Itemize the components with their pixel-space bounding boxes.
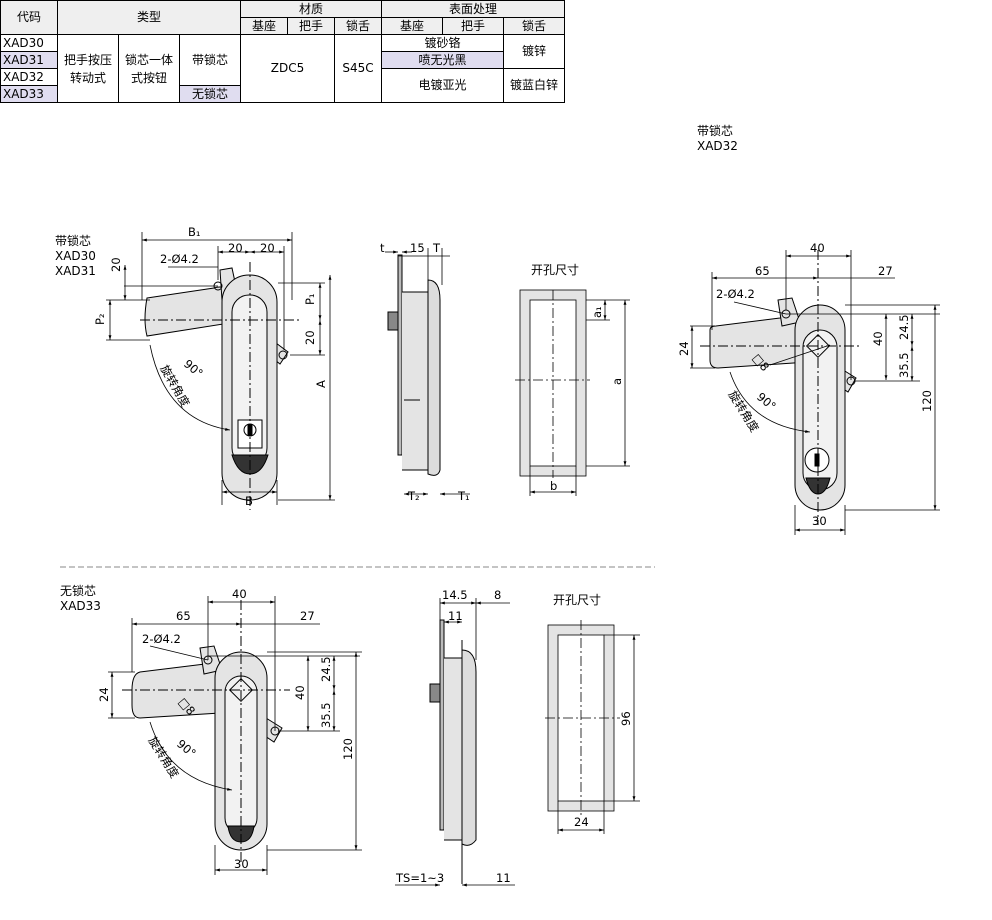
dim-side-11b: 11	[496, 871, 511, 885]
dim-left-27: 27	[300, 609, 315, 623]
right-view-dims	[690, 250, 940, 535]
dim-a1: a₁	[590, 306, 604, 318]
dim-a-small: a	[610, 378, 624, 385]
code-xad33: XAD33	[0, 85, 58, 103]
dim-right-40: 40	[810, 241, 825, 255]
sub-base: 基座	[240, 17, 288, 35]
dim-t-small: t	[380, 241, 385, 255]
dim-left-deg: 90°	[174, 737, 199, 761]
front-view-xad30	[140, 262, 300, 510]
dim-p1: P₁	[303, 293, 317, 305]
front-view-dims	[106, 232, 335, 505]
surface-3: 电镀亚光	[381, 68, 504, 103]
dim-left-355: 35.5	[319, 702, 333, 728]
bottom-view-xad33	[122, 600, 290, 862]
dim-right-245: 24.5	[897, 314, 911, 340]
tongue-surface-2: 镀蓝白锌	[503, 68, 565, 103]
dim-20-b: 20	[260, 241, 275, 255]
label-with-lock-xad32: 带锁芯 XAD32	[697, 124, 738, 153]
dim-b: B	[245, 494, 253, 508]
dim-right-27: 27	[878, 264, 893, 278]
dim-left-30: 30	[234, 857, 249, 871]
label-without-lock-xad33: 无锁芯 XAD33	[60, 584, 101, 613]
dim-right-120: 120	[920, 390, 934, 412]
label-cutout-size-1: 开孔尺寸	[531, 263, 580, 277]
dim-left-65: 65	[176, 609, 191, 623]
dim-left-120: 120	[341, 738, 355, 760]
dim-right-65: 65	[755, 264, 770, 278]
material-tongue: S45C	[334, 34, 382, 103]
dim-p2: P₂	[93, 313, 107, 325]
spec-table: 代码 类型 材质 表面处理 基座 把手 锁舌 基座 把手 锁舌 XAD30 把手…	[0, 0, 565, 103]
dim-left-40: 40	[232, 587, 247, 601]
dim-b-small: b	[550, 479, 557, 493]
dim-side-8: 8	[494, 588, 501, 602]
bottom-side-dims	[395, 598, 515, 887]
dim-t1: T₁	[457, 489, 470, 503]
dim-left-245: 24.5	[319, 656, 333, 682]
bottom-view-dims	[108, 596, 362, 875]
dim-20-d: 20	[303, 330, 317, 345]
type-sub: 锁芯一体 式按钮	[118, 34, 180, 103]
dim-b1: B₁	[188, 225, 201, 239]
dim-cutout-96: 96	[619, 711, 633, 726]
dim-a: A	[314, 380, 328, 388]
side-view-xad30	[387, 254, 441, 476]
label-with-lock-xad30-31: 带锁芯 XAD30 XAD31	[55, 234, 96, 278]
label-cutout-size-2: 开孔尺寸	[553, 593, 602, 607]
type-main: 把手按压 转动式	[57, 34, 119, 103]
dim-T: T	[432, 241, 441, 255]
type-with-lock: 带锁芯	[179, 34, 241, 86]
code-xad30: XAD30	[0, 34, 58, 52]
dim-20-a: 20	[228, 241, 243, 255]
dim-deg-front: 90°	[181, 357, 206, 381]
dim-t2: T₂	[407, 489, 420, 503]
dim-left-24: 24	[97, 687, 111, 702]
front-view-texts: B₁ 20 20 2-Ø4.2 20 P₂ P₁ 20 A B 90° 旋转角度	[93, 225, 328, 508]
cutout-view-2	[545, 620, 640, 834]
dim-right-24: 24	[677, 341, 691, 356]
cutout-view-1	[515, 289, 630, 496]
dim-right-deg: 90°	[754, 390, 779, 414]
dim-right-hole: 2-Ø4.2	[716, 287, 755, 301]
dim-left-40v: 40	[293, 685, 307, 700]
bottom-side-view	[429, 619, 477, 884]
dim-side-ts: TS=1~3	[395, 871, 444, 885]
col-code-header: 代码	[0, 0, 58, 35]
material-base-handle: ZDC5	[240, 34, 335, 103]
dim-left-hole: 2-Ø4.2	[142, 632, 181, 646]
surface-2: 喷无光黑	[381, 51, 504, 69]
dim-15: 15	[410, 241, 425, 255]
dim-side-145: 14.5	[442, 588, 468, 602]
sub-handle: 把手	[287, 17, 335, 35]
dim-right-30: 30	[812, 514, 827, 528]
dim-right-40v: 40	[871, 331, 885, 346]
side-view-dims	[385, 248, 470, 496]
sub-surface-handle: 把手	[442, 17, 504, 35]
dim-left-rotation: 旋转角度	[145, 734, 182, 781]
code-xad31: XAD31	[0, 51, 58, 69]
col-material-header: 材质	[240, 0, 382, 18]
dim-side-11: 11	[448, 609, 463, 623]
right-view-xad32	[700, 250, 860, 525]
dim-20-c: 20	[109, 257, 123, 272]
type-without-lock: 无锁芯	[179, 85, 241, 103]
dim-cutout-24: 24	[574, 815, 589, 829]
col-surface-header: 表面处理	[381, 0, 565, 18]
dim-right-355: 35.5	[897, 352, 911, 378]
dim-hole-front: 2-Ø4.2	[160, 252, 199, 266]
